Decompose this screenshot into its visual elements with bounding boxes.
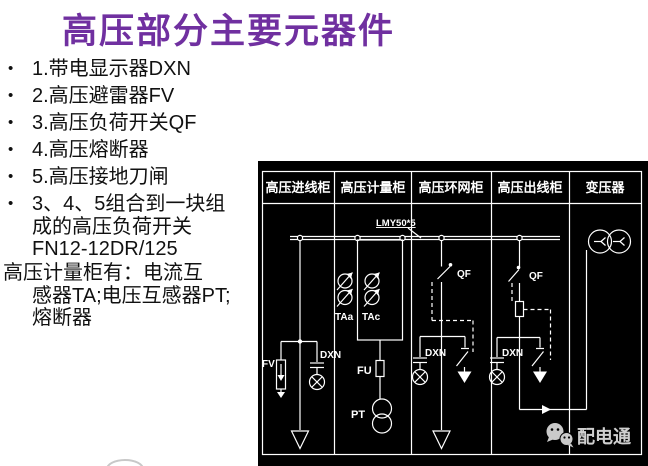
bullet-dot: • bbox=[8, 87, 14, 104]
paragraph: 高压计量柜有：电流互感器TA;电压互感器PT;熔断器 bbox=[3, 262, 231, 330]
pt-label: PT bbox=[351, 409, 365, 421]
list-item-line: FN12-12DR/125 bbox=[32, 238, 178, 260]
column-headers: 高压进线柜 高压计量柜 高压环网柜 高压出线柜 变压器 bbox=[265, 180, 625, 195]
busbar-tap bbox=[296, 234, 304, 242]
bullet-dot: • bbox=[8, 195, 14, 212]
column-header-incoming: 高压进线柜 bbox=[265, 180, 330, 195]
column-header-ring-main: 高压环网柜 bbox=[418, 180, 483, 195]
interlock-link-line bbox=[511, 283, 552, 360]
page-title: 高压部分主要元器件 bbox=[62, 12, 396, 51]
transformer-symbol bbox=[587, 229, 632, 254]
wechat-icon bbox=[546, 423, 574, 448]
busbar-tap bbox=[516, 234, 523, 242]
bullet-dot: • bbox=[8, 168, 14, 185]
fuse-symbol bbox=[375, 359, 385, 378]
bullet-dot: • bbox=[8, 141, 14, 158]
column-header-transformer: 变压器 bbox=[585, 180, 625, 195]
voltage-indicator-label: DXN bbox=[320, 350, 341, 361]
ct-symbol-tac bbox=[363, 272, 380, 307]
one-line-diagram: 高压进线柜 高压计量柜 高压环网柜 高压出线柜 变压器 LMY50* bbox=[261, 170, 643, 456]
list-item-line: 3、4、5组合到一块组 bbox=[32, 193, 226, 215]
ct-label-taa: TAa bbox=[335, 312, 354, 323]
list-item: • 5.高压接地刀闸 bbox=[8, 166, 260, 189]
list-item-line: 成的高压负荷开关 bbox=[32, 215, 192, 238]
bullet-dot: • bbox=[8, 60, 14, 77]
one-line-diagram-panel: 高压进线柜 高压计量柜 高压环网柜 高压出线柜 变压器 LMY50* bbox=[258, 161, 648, 466]
ct-label-tac: TAc bbox=[362, 312, 381, 323]
bullet-dot: • bbox=[8, 114, 14, 131]
pt-symbol bbox=[371, 398, 393, 434]
load-switch-symbol bbox=[437, 263, 453, 280]
paragraph-line: 高压计量柜有：电流互 bbox=[3, 262, 203, 284]
list-item-line: 5.高压接地刀闸 bbox=[32, 166, 169, 188]
list-item-line: 4.高压熔断器 bbox=[32, 139, 149, 161]
feeder-arrow-symbol bbox=[290, 430, 310, 450]
voltage-indicator-label: DXN bbox=[502, 348, 523, 359]
busbar-spec-label: LMY50*5 bbox=[376, 218, 416, 229]
fuse-symbol bbox=[514, 300, 525, 318]
paragraph-line: 感器TA;电压互感器PT; bbox=[32, 284, 231, 307]
list-item: • 1.带电显示器DXN bbox=[8, 58, 260, 81]
voltage-indicator-symbol bbox=[488, 337, 506, 386]
arrester-label: FV bbox=[262, 359, 275, 370]
paragraph-line: 熔断器 bbox=[32, 307, 92, 329]
column-header-outgoing: 高压出线柜 bbox=[497, 180, 562, 195]
earthing-switch-symbol bbox=[456, 336, 472, 383]
busbar: LMY50*5 bbox=[290, 218, 560, 242]
bullet-list: • 1.带电显示器DXN • 2.高压避雷器FV • 3.高压负荷开关QF • 4.高压熔断器… bbox=[8, 58, 260, 265]
busbar-tap bbox=[438, 234, 445, 242]
load-switch-symbol bbox=[508, 265, 521, 282]
column-header-metering: 高压计量柜 bbox=[340, 180, 405, 195]
diagram-frame bbox=[261, 170, 643, 456]
voltage-indicator-symbol bbox=[308, 341, 326, 391]
list-item: • 4.高压熔断器 bbox=[8, 139, 260, 162]
load-switch-label: QF bbox=[457, 269, 471, 280]
incoming-cabinet-circuit: FV DXN bbox=[262, 241, 341, 450]
watermark: 配电通 bbox=[546, 423, 631, 448]
load-switch-label: QF bbox=[529, 271, 543, 282]
list-item-line: 3.高压负荷开关QF bbox=[32, 112, 197, 134]
outgoing-cabinet-circuit: QF bbox=[488, 241, 588, 414]
earthing-switch-symbol bbox=[531, 337, 547, 383]
voltage-indicator-label: DXN bbox=[425, 348, 446, 359]
ct-symbol-taa bbox=[336, 272, 353, 307]
fuse-label: FU bbox=[357, 365, 372, 377]
list-item-line: 1.带电显示器DXN bbox=[32, 58, 191, 80]
interlock-link-line bbox=[431, 282, 474, 352]
watermark-text: 配电通 bbox=[577, 426, 631, 447]
metering-cabinet-circuit: TAa TAc FU bbox=[335, 239, 404, 434]
voltage-indicator-symbol bbox=[411, 336, 429, 386]
list-item: • 2.高压避雷器FV bbox=[8, 85, 260, 108]
arrester-symbol bbox=[275, 341, 287, 398]
flow-arrow bbox=[542, 405, 551, 414]
slide-decoration-arc bbox=[106, 459, 144, 466]
feeder-arrow-symbol bbox=[432, 430, 451, 450]
ring-main-cabinet-circuit: QF bbox=[411, 241, 474, 450]
list-item: • 3.高压负荷开关QF bbox=[8, 112, 260, 135]
list-item-line: 2.高压避雷器FV bbox=[32, 85, 175, 107]
